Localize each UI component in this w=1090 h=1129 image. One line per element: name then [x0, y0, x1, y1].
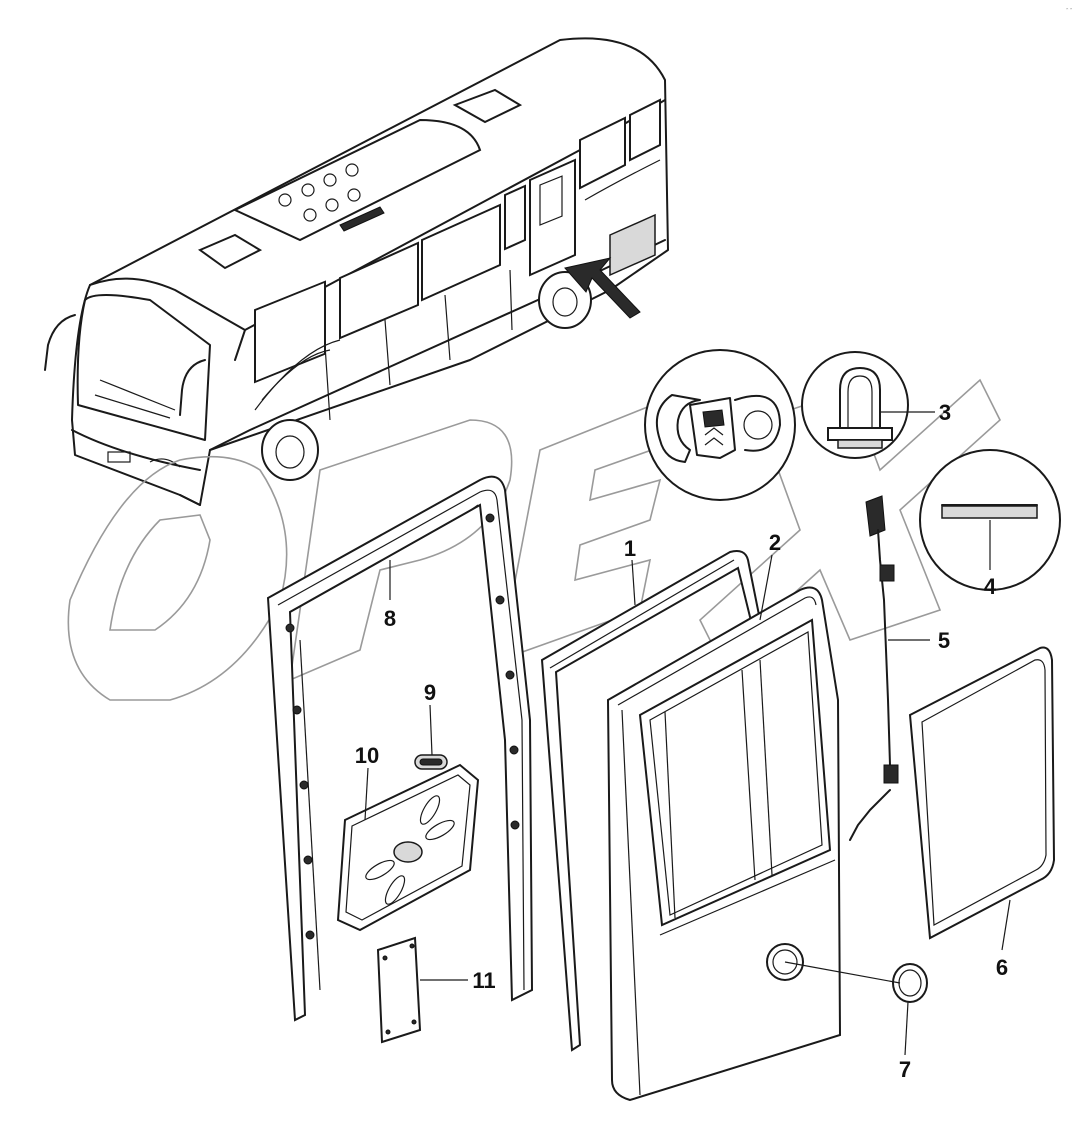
part-10-cover-plate [336, 763, 480, 932]
label-3: 3 [939, 400, 951, 425]
label-2: 2 [769, 530, 781, 555]
label-9: 9 [424, 680, 436, 705]
part-labels: 1 2 3 4 5 6 7 8 9 10 11 [355, 400, 1008, 1082]
part-6-glass [908, 646, 1056, 940]
leader-lines [364, 411, 1011, 1056]
label-1: 1 [624, 536, 636, 561]
label-10: 10 [355, 743, 379, 768]
part-5-cable [849, 495, 899, 841]
door-pointer-arrow [564, 257, 641, 319]
frame-holes [285, 513, 520, 940]
bus-illustration [44, 37, 669, 506]
label-8: 8 [384, 606, 396, 631]
seal-profile-detail [644, 349, 796, 501]
part-11-small-plate [376, 936, 422, 1044]
label-6: 6 [996, 955, 1008, 980]
roof-vents [278, 163, 385, 232]
part-8-door-frame [266, 475, 534, 1022]
part-9-handle [414, 754, 448, 770]
part-1-seal-frame [540, 550, 762, 1052]
label-4: 4 [984, 574, 997, 599]
label-7: 7 [899, 1057, 911, 1082]
label-5: 5 [938, 628, 950, 653]
label-11: 11 [472, 968, 495, 993]
corner-mark: ᵔ ᵔ [1066, 8, 1073, 14]
seal-strip-detail [801, 351, 909, 459]
part-2-door-leaf [606, 586, 842, 1102]
